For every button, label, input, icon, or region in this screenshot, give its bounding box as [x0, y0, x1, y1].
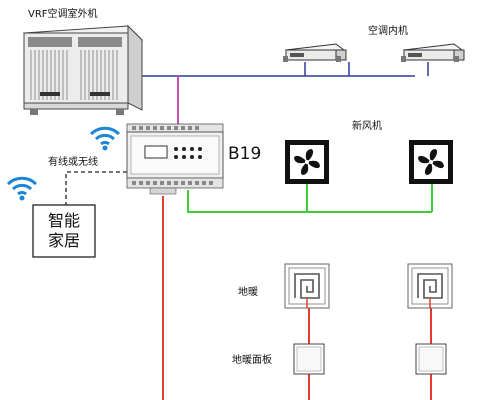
fan-icon: [285, 140, 329, 184]
wall-panel-icon: [293, 343, 325, 375]
duct-unit-icon: [283, 43, 347, 62]
wall-panel-icon: [415, 343, 447, 375]
outdoor-unit-icon: [22, 24, 144, 115]
floor-heating-panel-label: 地暖面板: [232, 355, 272, 366]
smart-home-label-line1: 智能: [47, 211, 80, 230]
controller-icon: [126, 123, 224, 195]
wired-or-wireless-link: [65, 171, 127, 205]
smart-home-label-line2: 家居: [47, 231, 80, 250]
duct-unit-icon: [401, 43, 465, 62]
fan-icon: [409, 140, 453, 184]
smart-home-box: [32, 204, 96, 258]
floor-heating-coil-icon: [407, 263, 453, 309]
floor-heating-coil-icon: [284, 263, 330, 309]
controller-label: B19: [228, 144, 262, 164]
fresh-air-label: 新风机: [352, 121, 382, 132]
wifi-icon: [89, 126, 121, 151]
indoor-unit-label: 空调内机: [368, 26, 408, 37]
fresh-air-bus-line: [187, 190, 432, 213]
floor-heating-label: 地暖: [238, 287, 258, 298]
wired-wireless-label: 有线或无线: [48, 157, 98, 168]
wifi-icon: [6, 176, 38, 201]
outdoor-unit-label: VRF空调室外机: [28, 9, 98, 20]
